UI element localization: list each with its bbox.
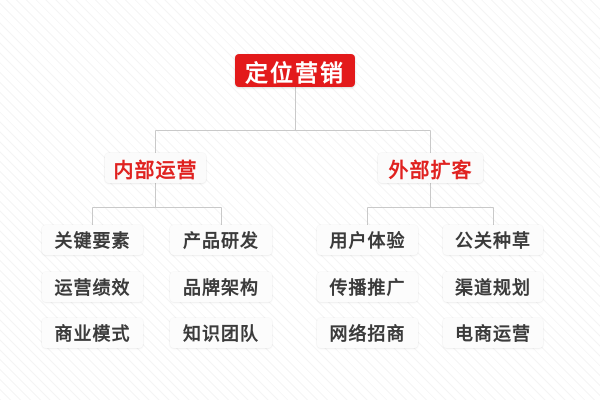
leaf-node-label: 网络招商 [329, 324, 406, 344]
leaf-node[interactable]: 公关种草 [443, 225, 543, 255]
leaf-node-label: 关键要素 [54, 231, 131, 251]
leaf-node-label: 渠道规划 [455, 278, 531, 298]
leaf-node-label: 运营绩效 [54, 278, 131, 298]
leaf-node[interactable]: 品牌架构 [170, 272, 272, 302]
leaf-node-label: 电商运营 [455, 324, 531, 344]
leaf-node[interactable]: 传播推广 [317, 272, 418, 302]
leaf-node[interactable]: 关键要素 [42, 225, 143, 255]
leaf-node[interactable]: 产品研发 [170, 225, 272, 255]
leaf-node[interactable]: 渠道规划 [443, 272, 543, 302]
root-node[interactable]: 定位营销 [235, 54, 355, 87]
leaf-node-label: 用户体验 [329, 231, 406, 251]
leaf-node[interactable]: 知识团队 [170, 318, 272, 348]
leaf-node-label: 商业模式 [54, 324, 131, 344]
leaf-node[interactable]: 商业模式 [42, 318, 143, 348]
branch-node-label: 内部运营 [113, 159, 198, 182]
leaf-node[interactable]: 电商运营 [443, 318, 543, 348]
leaf-node[interactable]: 网络招商 [317, 318, 418, 348]
leaf-node-label: 产品研发 [183, 231, 259, 251]
branch-node-label: 外部扩客 [388, 159, 473, 182]
root-node-label: 定位营销 [245, 59, 345, 86]
branch-node-external-expansion[interactable]: 外部扩客 [378, 153, 483, 183]
leaf-node-label: 品牌架构 [183, 278, 259, 298]
leaf-node-label: 传播推广 [329, 278, 406, 298]
leaf-node-label: 知识团队 [183, 324, 259, 344]
branch-node-internal-operations[interactable]: 内部运营 [105, 153, 206, 183]
leaf-node[interactable]: 运营绩效 [42, 272, 143, 302]
leaf-node-label: 公关种草 [455, 231, 531, 251]
leaf-node[interactable]: 用户体验 [317, 225, 418, 255]
